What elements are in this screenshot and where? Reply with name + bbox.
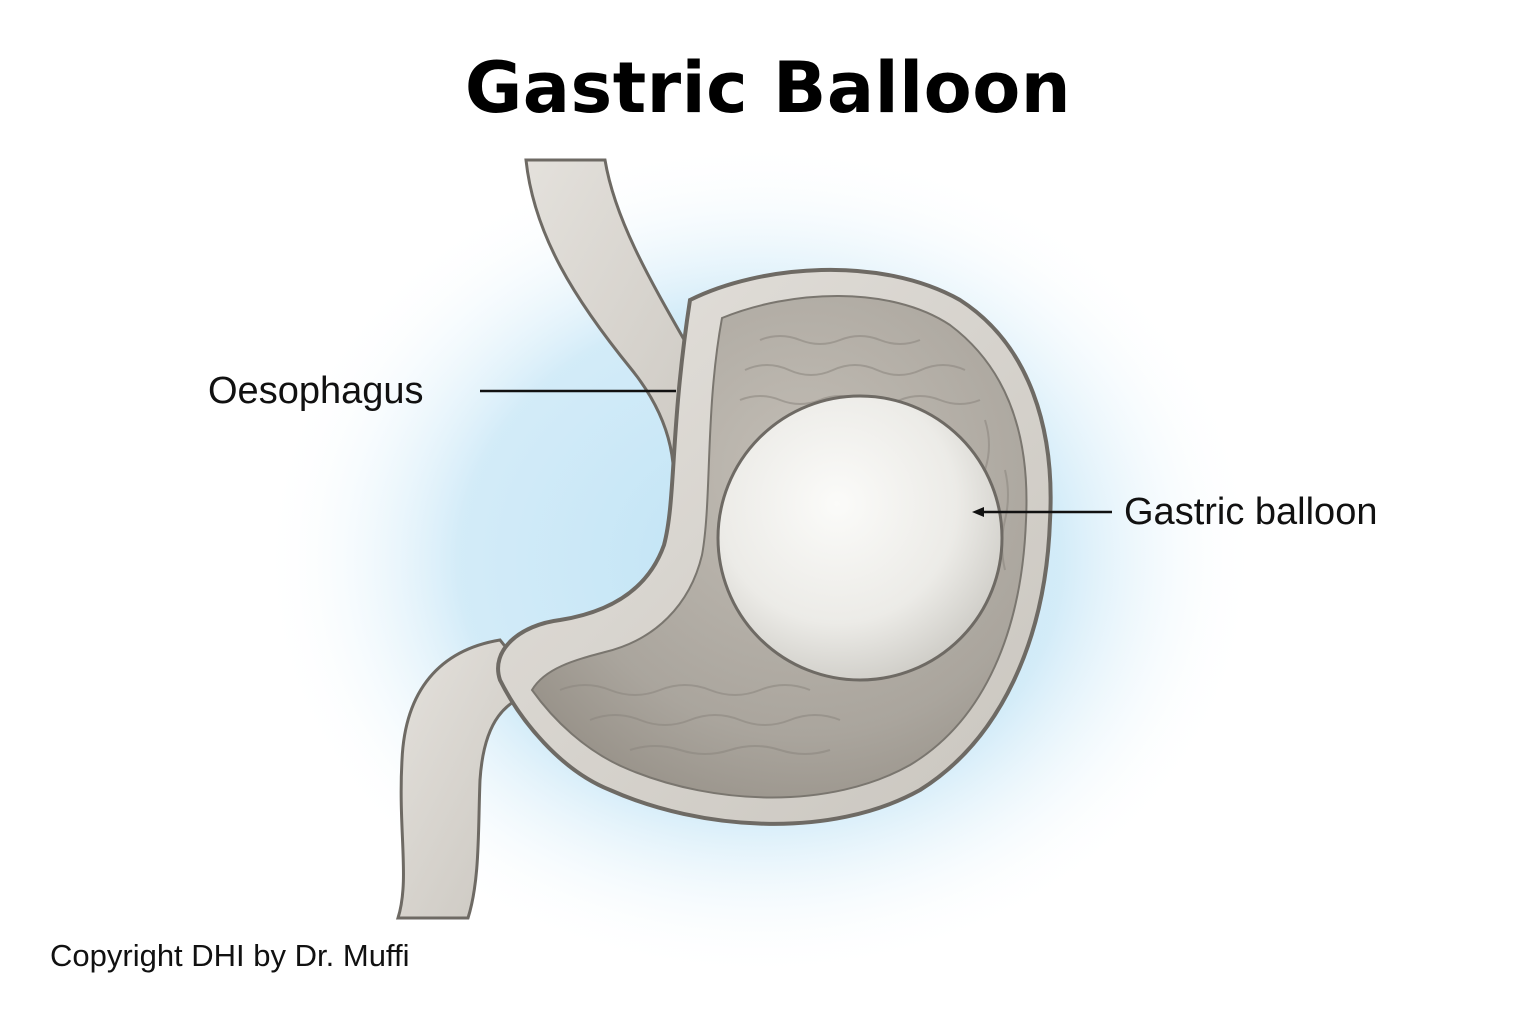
copyright-notice: Copyright DHI by Dr. Muffi bbox=[50, 938, 410, 973]
gastric-balloon-sphere bbox=[716, 394, 1004, 682]
balloon-leader-arrow bbox=[972, 507, 984, 517]
duodenum-shape bbox=[395, 638, 543, 920]
page-title: Gastric Balloon bbox=[464, 47, 1072, 129]
oesophagus-label: Oesophagus bbox=[208, 370, 424, 412]
gastric-balloon-label: Gastric balloon bbox=[1124, 491, 1378, 533]
